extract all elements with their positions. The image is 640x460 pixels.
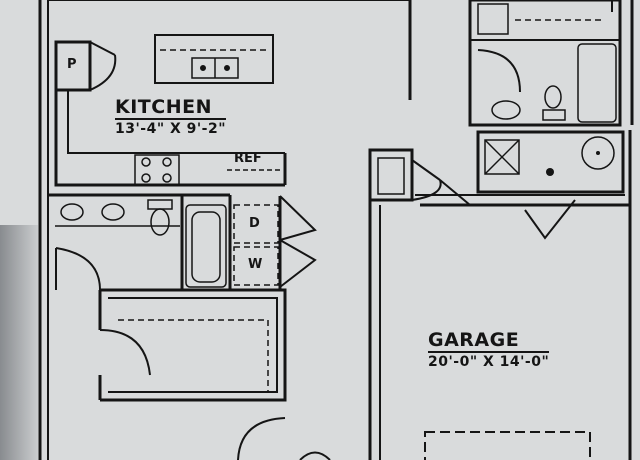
refrigerator-label: REF <box>234 151 262 166</box>
bath-door-swing <box>55 247 101 291</box>
kitchen-counter <box>67 90 285 154</box>
hall-door-swing <box>237 417 286 460</box>
kitchen-wall <box>54 90 285 187</box>
dryer <box>233 204 279 244</box>
dryer-label: D <box>249 216 260 231</box>
kitchen-dimensions: 13'-4" X 9'-2" <box>115 121 227 137</box>
garage-label: GARAGE 20'-0" X 14'-0" <box>428 330 550 371</box>
upper-bath-tub <box>577 43 617 123</box>
floor-drain <box>546 168 554 176</box>
pantry-closet <box>54 40 92 92</box>
laundry-door-swing <box>279 195 317 288</box>
photo-shadow <box>0 225 38 460</box>
toilet-tank <box>147 199 173 210</box>
garage-dimensions: 20'-0" X 14'-0" <box>428 354 550 370</box>
kitchen-island <box>154 34 274 84</box>
garage-door-opening <box>424 431 591 460</box>
utility-sink <box>484 139 520 175</box>
vanity-sink-left <box>60 203 84 221</box>
water-heater-closet <box>368 148 414 202</box>
washer-label: W <box>248 257 263 272</box>
washer <box>233 246 279 286</box>
utility-room <box>476 130 625 194</box>
toilet-bowl <box>150 208 170 236</box>
closet-wall <box>100 288 287 402</box>
pantry-label: P <box>67 57 77 72</box>
pantry-door-swing <box>89 41 117 91</box>
closet-door-swing <box>99 329 151 376</box>
garage-entry-door <box>524 199 576 240</box>
upper-bath <box>468 0 622 127</box>
water-heater <box>581 136 615 170</box>
kitchen-label: KITCHEN 13'-4" X 9'-2" <box>115 97 227 138</box>
garage-name: GARAGE <box>428 330 550 353</box>
bathtub <box>185 204 227 288</box>
upper-bath-sink <box>491 100 521 120</box>
upper-bath-toilet <box>544 85 562 109</box>
kitchen-name: KITCHEN <box>115 97 227 120</box>
range-cooktop <box>134 154 180 186</box>
utility-door-swing <box>411 159 471 206</box>
vanity-sink-right <box>101 203 125 221</box>
